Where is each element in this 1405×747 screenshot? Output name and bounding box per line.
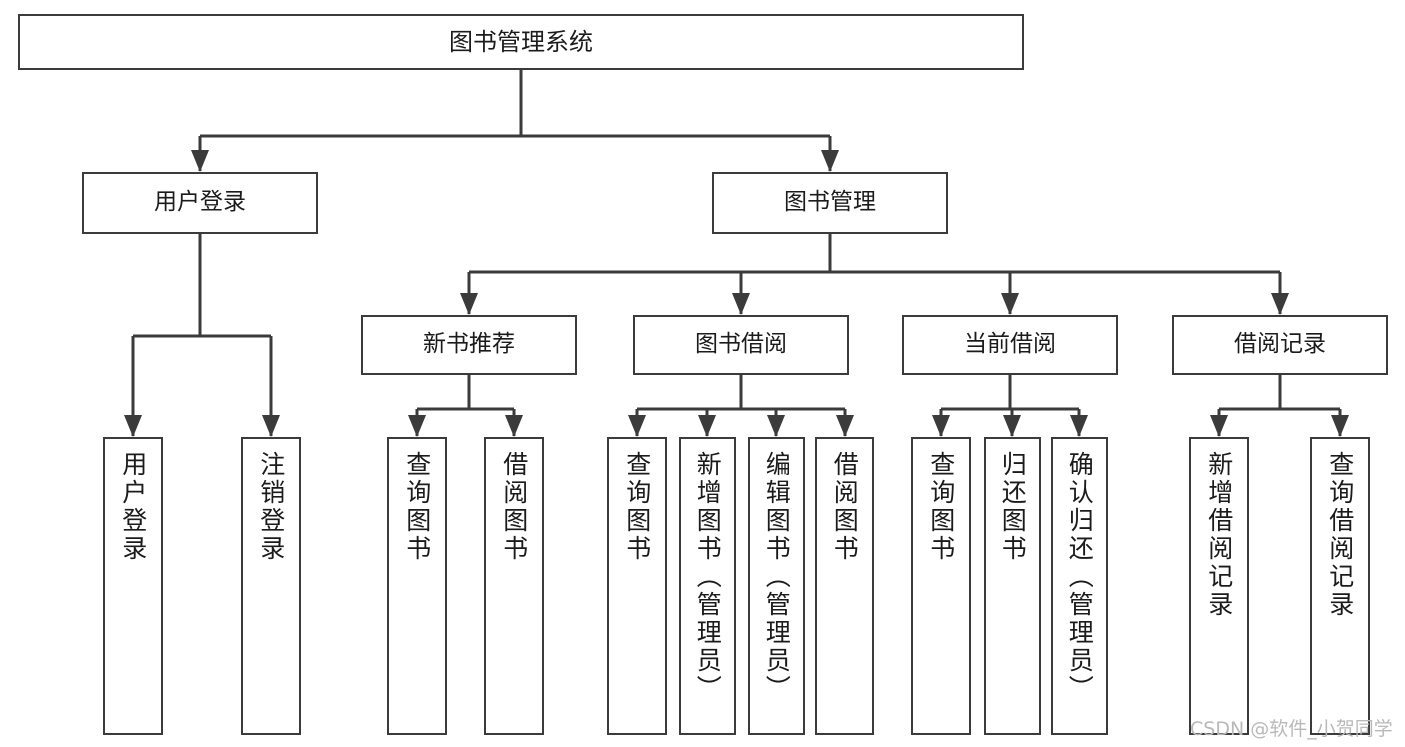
arrowhead-icon (1001, 293, 1019, 315)
node-label: 借阅记录 (1234, 331, 1326, 358)
node-leaf-nb-b: 借阅图书 (484, 437, 544, 735)
arrowhead-icon (836, 415, 854, 437)
node-leaf-logout: 注销登录 (241, 437, 301, 735)
node-label: 当前借阅 (964, 331, 1056, 358)
node-label: 新增图书（管理员） (693, 451, 723, 703)
node-label: 图书借阅 (695, 331, 787, 358)
arrowhead-icon (1331, 415, 1349, 437)
node-label: 新书推荐 (423, 331, 515, 358)
node-leaf-bo-b: 借阅图书 (815, 437, 874, 735)
node-leaf-bo-a: 新增图书（管理员） (679, 437, 736, 735)
arrowhead-icon (698, 415, 716, 437)
watermark: CSDN @软件_小贺同学 (1190, 718, 1393, 740)
node-label: 借阅图书 (499, 451, 529, 563)
node-label: 借阅图书 (830, 451, 860, 563)
node-label: 查询借阅记录 (1325, 451, 1355, 619)
node-leaf-bo-e: 编辑图书（管理员） (748, 437, 805, 735)
arrowhead-icon (460, 293, 478, 315)
arrowhead-icon (505, 415, 523, 437)
node-leaf-cu-c: 确认归还（管理员） (1051, 437, 1108, 735)
node-label: 查询图书 (402, 451, 432, 563)
arrowhead-icon (1003, 415, 1021, 437)
node-bookmgmt: 图书管理 (712, 172, 948, 234)
node-leaf-cu-r: 归还图书 (984, 437, 1041, 735)
arrowhead-icon (1210, 415, 1228, 437)
arrowhead-icon (767, 415, 785, 437)
node-label: 用户登录 (118, 451, 148, 563)
arrowhead-icon (1271, 293, 1289, 315)
arrowhead-icon (124, 415, 142, 437)
node-root: 图书管理系统 (18, 14, 1024, 70)
node-label: 用户登录 (154, 189, 246, 216)
node-leaf-cu-q: 查询图书 (911, 437, 971, 735)
node-newbook: 新书推荐 (361, 315, 577, 375)
node-label: 图书管理 (784, 189, 876, 216)
node-leaf-nb-q: 查询图书 (387, 437, 447, 735)
node-current: 当前借阅 (902, 315, 1118, 375)
arrowhead-icon (262, 415, 280, 437)
arrowhead-icon (191, 150, 209, 172)
node-label: 查询图书 (926, 451, 956, 563)
node-label: 归还图书 (998, 451, 1028, 563)
arrowhead-icon (821, 150, 839, 172)
node-leaf-re-a: 新增借阅记录 (1189, 437, 1249, 735)
node-label: 确认归还（管理员） (1065, 451, 1095, 703)
node-leaf-re-q: 查询借阅记录 (1310, 437, 1370, 735)
node-label: 查询图书 (622, 451, 652, 563)
node-leaf-bo-q: 查询图书 (607, 437, 667, 735)
node-label: 编辑图书（管理员） (762, 451, 792, 703)
arrowhead-icon (1070, 415, 1088, 437)
node-label: 图书管理系统 (449, 27, 593, 56)
node-label: 注销登录 (256, 451, 286, 563)
node-borrow: 图书借阅 (633, 315, 849, 375)
node-records: 借阅记录 (1172, 315, 1388, 375)
arrowhead-icon (732, 293, 750, 315)
node-leaf-login: 用户登录 (103, 437, 163, 735)
arrowhead-icon (408, 415, 426, 437)
arrowhead-icon (932, 415, 950, 437)
arrowhead-icon (628, 415, 646, 437)
node-label: 新增借阅记录 (1204, 451, 1234, 619)
node-login: 用户登录 (82, 172, 318, 234)
